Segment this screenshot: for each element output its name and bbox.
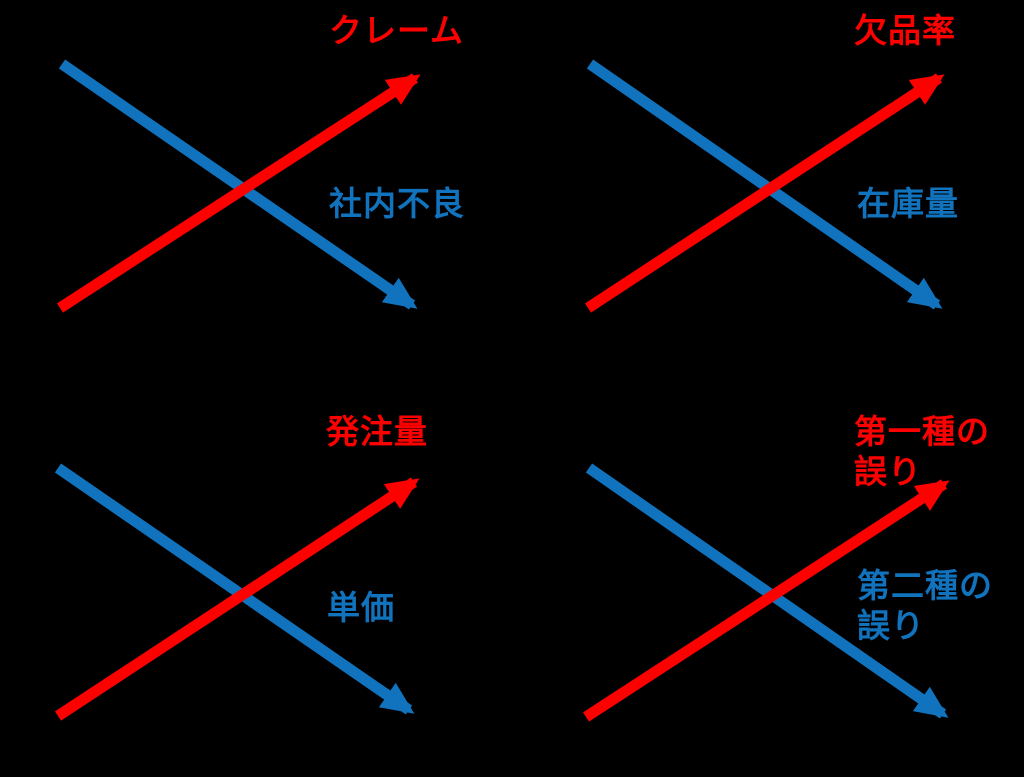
label-order-quantity: 発注量 xyxy=(326,413,428,450)
label-internal-defects: 社内不良 xyxy=(329,185,465,222)
blue-down-arrow-top-right xyxy=(586,59,943,310)
label-type2-error: 第二種の 誤り xyxy=(857,566,993,646)
red-up-arrow-bottom-right xyxy=(582,479,950,722)
blue-down-arrow-bottom-right xyxy=(585,463,949,719)
red-up-arrow-top-left xyxy=(57,73,421,313)
label-unit-price: 単価 xyxy=(327,589,395,626)
red-up-arrow-bottom-left xyxy=(54,477,420,721)
blue-down-arrow-bottom-left xyxy=(54,463,415,715)
label-type1-error: 第一種の 誤り xyxy=(854,412,990,492)
label-type2-error-line2: 誤り xyxy=(857,607,925,644)
label-type2-error-line1: 第二種の xyxy=(857,567,993,604)
label-type1-error-line1: 第一種の xyxy=(854,413,990,450)
label-inventory: 在庫量 xyxy=(857,185,959,222)
label-type1-error-line2: 誤り xyxy=(854,453,922,490)
blue-down-arrow-top-left xyxy=(58,59,418,310)
label-stockout-rate: 欠品率 xyxy=(854,12,956,49)
label-claims: クレーム xyxy=(329,12,465,49)
red-up-arrow-top-right xyxy=(584,73,945,313)
